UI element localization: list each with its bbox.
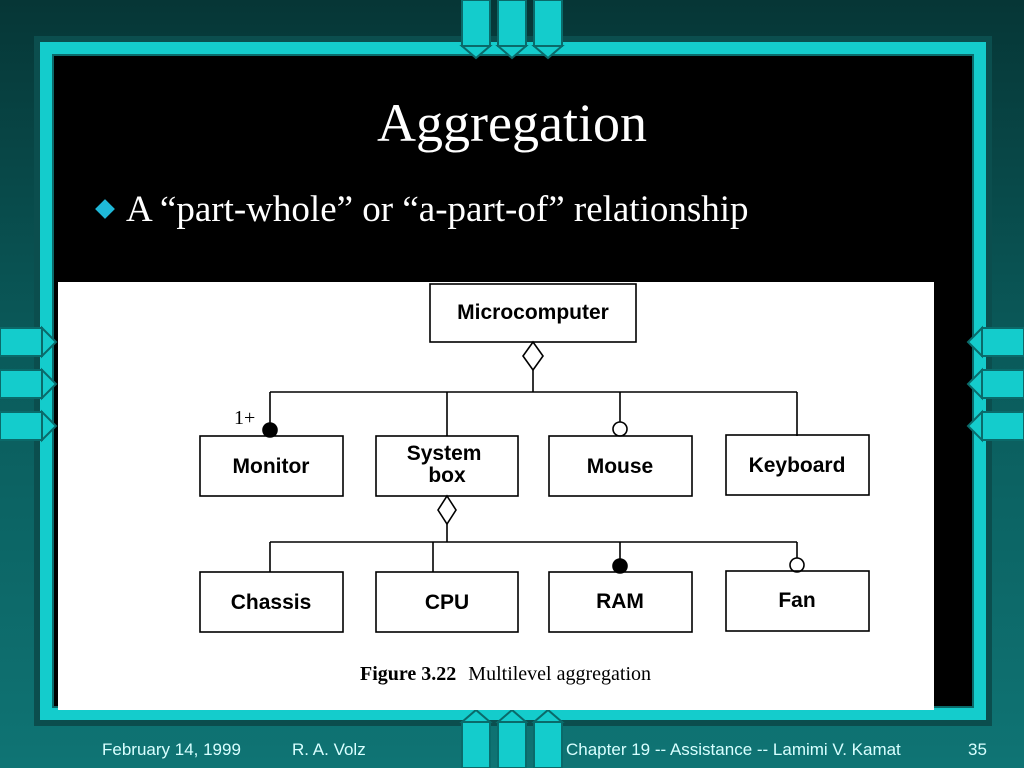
top-tab-decoration — [459, 0, 565, 60]
label-chassis: Chassis — [231, 591, 312, 614]
label-microcomputer: Microcomputer — [457, 301, 609, 324]
hollow-dot-icon — [789, 557, 805, 573]
left-tab-decoration — [0, 325, 58, 443]
footer-chapter: Chapter 19 -- Assistance -- Lamimi V. Ka… — [566, 740, 901, 759]
right-tab-decoration — [966, 325, 1024, 443]
footer-date: February 14, 1999 — [102, 740, 241, 759]
box-cpu — [375, 571, 519, 633]
label-cpu: CPU — [425, 591, 469, 614]
diamond-bullet-icon — [95, 198, 115, 219]
figure-caption: Figure 3.22 Multilevel aggregation — [360, 663, 651, 685]
caption-number: Figure 3.22 — [360, 663, 456, 685]
label-keyboard: Keyboard — [749, 454, 846, 477]
bullet-item: A “part-whole” or “a-part-of” relationsh… — [92, 188, 749, 231]
box-fan — [725, 570, 870, 632]
aggregation-diamond-icon — [437, 494, 457, 526]
label-system-box-line1: System — [407, 442, 482, 465]
label-system-box: System box — [407, 442, 488, 487]
footer-page-number: 35 — [968, 740, 987, 759]
box-ram — [548, 571, 693, 633]
figure-panel: Microcomputer 1+ Monitor System box Mous… — [58, 282, 934, 710]
bullet-text: A “part-whole” or “a-part-of” relationsh… — [126, 189, 749, 230]
multiplicity-label: 1+ — [234, 407, 255, 429]
aggregation-diagram: Microcomputer 1+ Monitor System box Mous… — [199, 283, 870, 685]
box-keyboard — [725, 434, 870, 496]
label-system-box-line2: box — [428, 464, 466, 487]
slide-title: Aggregation — [377, 93, 647, 153]
filled-dot-icon — [612, 558, 628, 574]
label-fan: Fan — [778, 589, 815, 612]
bottom-tab-decoration — [459, 708, 565, 768]
caption-text: Multilevel aggregation — [468, 663, 651, 685]
label-mouse: Mouse — [587, 455, 654, 478]
box-mouse — [548, 435, 693, 497]
label-ram: RAM — [596, 590, 644, 613]
filled-dot-icon — [262, 422, 278, 438]
hollow-dot-icon — [612, 421, 628, 437]
box-chassis — [199, 571, 344, 633]
footer-author: R. A. Volz — [292, 740, 366, 759]
aggregation-diamond-icon — [522, 340, 544, 372]
box-monitor — [199, 435, 344, 497]
label-monitor: Monitor — [233, 455, 310, 478]
